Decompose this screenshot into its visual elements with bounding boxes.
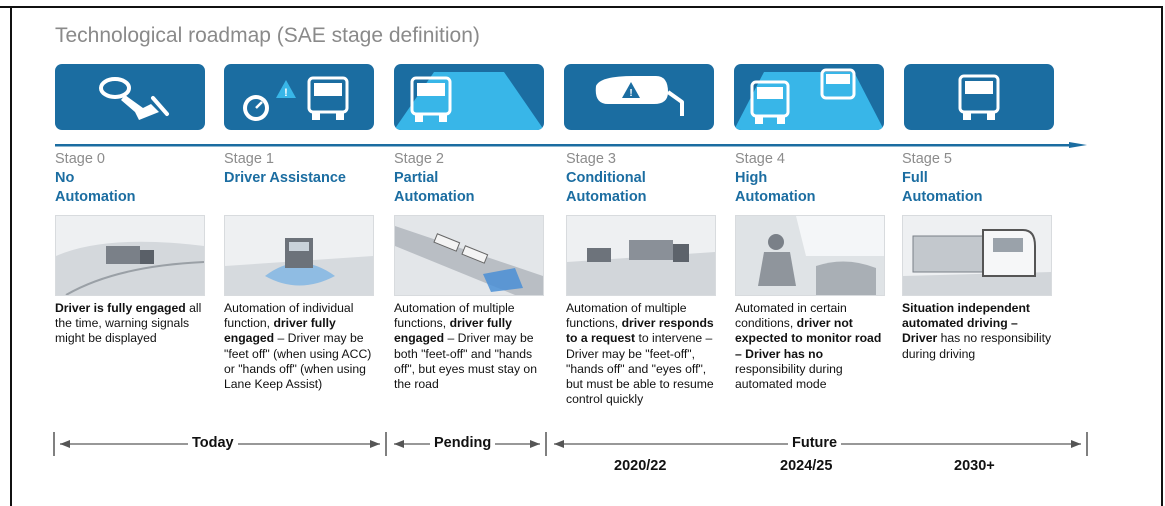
- stage-name: Automation: [735, 189, 816, 205]
- stage-5-heading: Stage 5 Full Automation: [902, 150, 1062, 207]
- stage-1-heading: Stage 1 Driver Assistance: [224, 150, 384, 188]
- stage-2-heading: Stage 2 Partial Automation: [394, 150, 554, 207]
- stage-name: Conditional: [566, 170, 646, 186]
- stage-name: Automation: [394, 189, 475, 205]
- stage-name: Driver Assistance: [224, 170, 346, 186]
- description-text: has no responsibility during driving: [902, 331, 1052, 361]
- description-bold-text: driver fully engaged: [224, 316, 336, 346]
- stage-name: Automation: [566, 189, 647, 205]
- stage-number: Stage 4: [735, 151, 785, 167]
- description-text: responsibility during automated mode: [735, 361, 843, 392]
- stage-name: Full: [902, 170, 928, 186]
- stage-4-heading: Stage 4 High Automation: [735, 150, 895, 207]
- stage-4-description: Automated in certain conditions, driver …: [735, 301, 887, 392]
- svg-text:!: !: [629, 88, 632, 99]
- description-text: to intervene – Driver may be "feet-off",…: [566, 331, 714, 407]
- stage-number: Stage 0: [55, 151, 105, 167]
- description-text: Automated in certain conditions,: [735, 301, 847, 331]
- stage-0-description: Driver is fully engaged all the time, wa…: [55, 301, 207, 347]
- page-title: Technological roadmap (SAE stage definit…: [55, 24, 480, 47]
- description-bold-text: driver fully engaged: [394, 316, 512, 346]
- stage-5-description: Situation independent automated driving …: [902, 301, 1054, 362]
- description-bold-text: driver not expected to monitor road – Dr…: [735, 316, 882, 361]
- description-bold-text: Situation independent automated driving: [902, 301, 1030, 331]
- driver-relaxing-in-cab-photo: [735, 215, 885, 296]
- svg-text:!: !: [284, 87, 288, 99]
- stage-name: Partial: [394, 170, 439, 186]
- description-bold-text: Driver is fully engaged: [55, 301, 186, 315]
- stage-0-heading: Stage 0 No Automation: [55, 150, 215, 207]
- description-text: – Driver may be "feet off" (when using A…: [224, 331, 372, 392]
- description-text: Automation of multiple functions,: [566, 301, 687, 331]
- stage-3-description: Automation of multiple functions, driver…: [566, 301, 718, 407]
- stage-number: Stage 3: [566, 151, 616, 167]
- stage-name: Automation: [902, 189, 983, 205]
- stage-1-description: Automation of individual function, drive…: [224, 301, 376, 392]
- description-bold-text: driver responds to a request: [566, 316, 714, 346]
- stage-2-description: Automation of multiple functions, driver…: [394, 301, 546, 392]
- truck-with-sensor-field-photo: [224, 215, 374, 296]
- stage-number: Stage 5: [902, 151, 952, 167]
- frame-left-border: [10, 6, 12, 506]
- description-text: Automation of individual function,: [224, 301, 354, 331]
- mirror-warning-icon: !: [564, 64, 714, 130]
- description-bold-text: – Driver: [902, 316, 1018, 346]
- stage-name: High: [735, 170, 768, 186]
- frame-top-border: [0, 6, 1163, 8]
- stage-axis-arrow: [55, 142, 1087, 148]
- description-text: – Driver may be both "feet-off" and "han…: [394, 331, 537, 392]
- hand-on-steering-wheel-icon: [55, 64, 205, 130]
- speedometer-warning-truck-icon: !: [224, 64, 374, 130]
- stage-name: No: [55, 170, 75, 186]
- timeline-future-label: Future: [788, 435, 842, 451]
- stage-number: Stage 1: [224, 151, 274, 167]
- trucks-on-road-aerial-photo: [394, 215, 544, 296]
- driverless-truck-icon: [904, 64, 1054, 130]
- stage-name: Automation: [55, 189, 136, 205]
- stage-3-heading: Stage 3 Conditional Automation: [566, 150, 726, 207]
- timeline-today-label: Today: [188, 435, 238, 451]
- truck-on-highway-photo: [55, 215, 205, 296]
- stage-number: Stage 2: [394, 151, 444, 167]
- description-text: all the time, warning signals might be d…: [55, 301, 202, 346]
- description-text: Automation of multiple functions,: [394, 301, 515, 331]
- truck-in-lane-icon: [394, 64, 544, 130]
- two-trucks-in-lane-icon: [734, 64, 884, 130]
- truck-overtaking-photo: [566, 215, 716, 296]
- year-label: 2020/22: [614, 458, 667, 474]
- year-label: 2024/25: [780, 458, 833, 474]
- year-label: 2030+: [954, 458, 995, 474]
- timeline-pending-label: Pending: [430, 435, 496, 451]
- driverless-truck-photo: [902, 215, 1052, 296]
- frame-right-border: [1161, 6, 1163, 506]
